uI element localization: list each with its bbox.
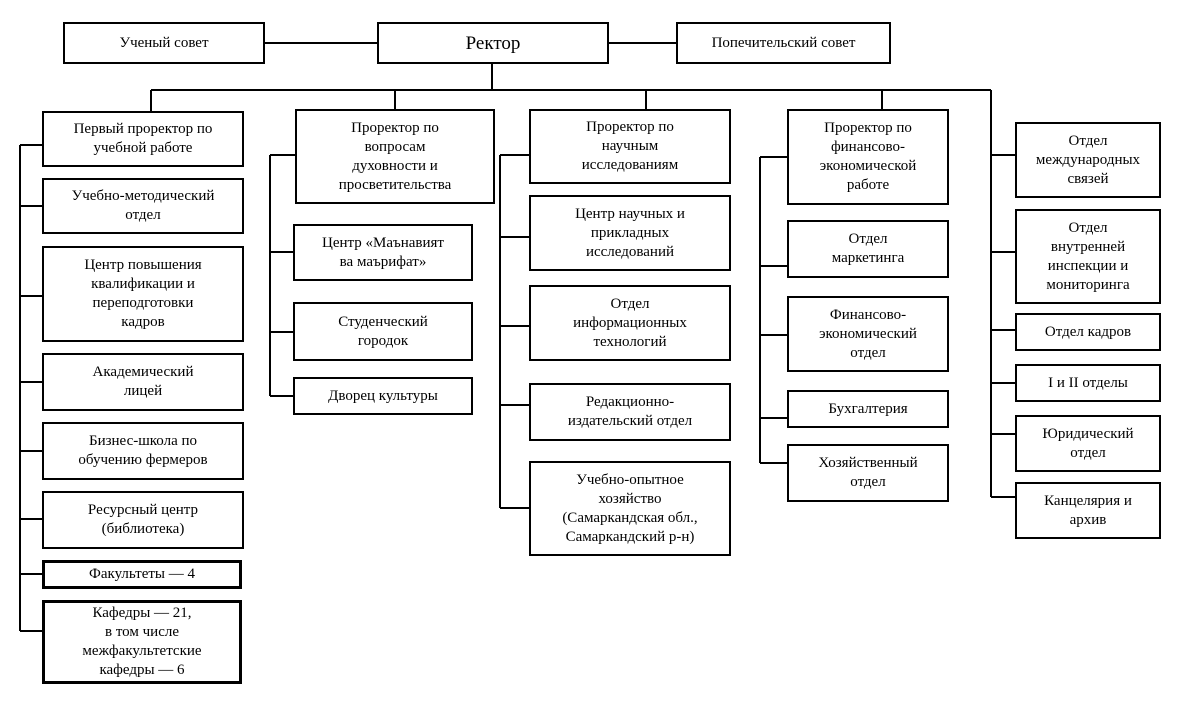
box-international-relations-dept: Отдел международных связей bbox=[1015, 122, 1161, 198]
box-first-second-departments: I и II отделы bbox=[1015, 364, 1161, 402]
box-accounting: Бухгалтерия bbox=[787, 390, 949, 428]
box-board-of-trustees: Попечительский совет bbox=[676, 22, 891, 64]
box-business-school: Бизнес-школа по обучению фермеров bbox=[42, 422, 244, 480]
box-it-department: Отдел информационных технологий bbox=[529, 285, 731, 361]
box-educational-methodical-dept: Учебно-методический отдел bbox=[42, 178, 244, 234]
box-publishing-department: Редакционно- издательский отдел bbox=[529, 383, 731, 441]
box-internal-inspection-dept: Отдел внутренней инспекции и мониторинга bbox=[1015, 209, 1161, 304]
box-rector: Ректор bbox=[377, 22, 609, 64]
box-research-center: Центр научных и прикладных исследований bbox=[529, 195, 731, 271]
box-experimental-farm: Учебно-опытное хозяйство (Самаркандская … bbox=[529, 461, 731, 556]
box-vice-rector-finance: Проректор по финансово- экономической ра… bbox=[787, 109, 949, 205]
box-legal-department: Юридический отдел bbox=[1015, 415, 1161, 472]
box-chancellery-archive: Канцелярия и архив bbox=[1015, 482, 1161, 539]
box-first-vice-rector-academic: Первый проректор по учебной работе bbox=[42, 111, 244, 167]
box-academic-council: Ученый совет bbox=[63, 22, 265, 64]
box-household-department: Хозяйственный отдел bbox=[787, 444, 949, 502]
box-academic-lyceum: Академический лицей bbox=[42, 353, 244, 411]
box-marketing-department: Отдел маркетинга bbox=[787, 220, 949, 278]
box-departments: Кафедры — 21, в том числе межфакультетск… bbox=[42, 600, 242, 684]
box-hr-department: Отдел кадров bbox=[1015, 313, 1161, 351]
box-spirituality-center: Центр «Маънавият ва маърифат» bbox=[293, 224, 473, 281]
box-student-campus: Студенческий городок bbox=[293, 302, 473, 361]
box-resource-center-library: Ресурсный центр (библиотека) bbox=[42, 491, 244, 549]
box-faculties: Факультеты — 4 bbox=[42, 560, 242, 589]
box-vice-rector-spirituality: Проректор по вопросам духовности и просв… bbox=[295, 109, 495, 204]
box-vice-rector-research: Проректор по научным исследованиям bbox=[529, 109, 731, 184]
box-advanced-training-center: Центр повышения квалификации и переподго… bbox=[42, 246, 244, 342]
box-palace-of-culture: Дворец культуры bbox=[293, 377, 473, 415]
box-financial-economic-dept: Финансово- экономический отдел bbox=[787, 296, 949, 372]
